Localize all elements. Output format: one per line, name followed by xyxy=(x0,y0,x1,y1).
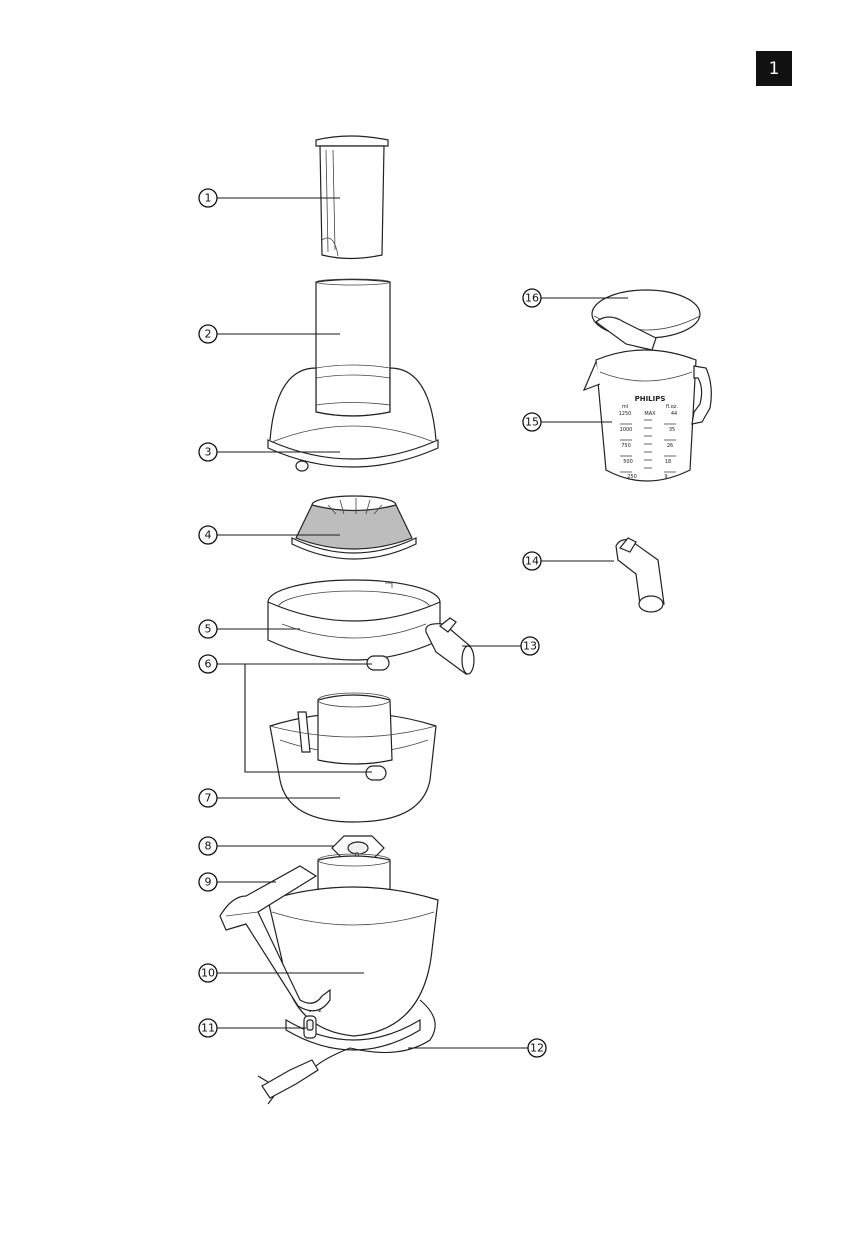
callout-7-label: 7 xyxy=(205,792,212,805)
lid xyxy=(267,364,439,472)
callout-16: 16 xyxy=(522,288,542,308)
jug-scale-floz-1: 35 xyxy=(669,427,675,433)
spout xyxy=(425,617,475,676)
juice-collector xyxy=(269,692,437,823)
motor-unit: 0 2 xyxy=(267,853,439,1051)
callout-15: 15 xyxy=(522,412,542,432)
callout-16-label: 16 xyxy=(525,292,539,305)
callout-14-label: 14 xyxy=(525,555,539,568)
leader-lines xyxy=(217,197,628,1049)
callout-13: 13 xyxy=(520,636,540,656)
jug-scale-ml-2: 750 xyxy=(621,443,631,449)
callout-8-label: 8 xyxy=(205,840,212,853)
feeding-tube xyxy=(315,278,391,417)
jug-capacity-floz: 44 xyxy=(671,411,677,417)
switch-mark-2: 2 xyxy=(318,1007,322,1014)
jug-scale-ml-4: 250 xyxy=(627,474,637,480)
jug-unit-floz: fl.oz. xyxy=(666,404,678,410)
callout-9: 9 xyxy=(198,872,218,892)
callout-13-label: 13 xyxy=(523,640,537,653)
jug-max-label: MAX xyxy=(644,411,656,417)
pulp-container xyxy=(267,579,441,671)
callout-11-label: 11 xyxy=(201,1022,215,1035)
callout-11: 11 xyxy=(198,1018,218,1038)
callout-12: 12 xyxy=(527,1038,547,1058)
callout-5: 5 xyxy=(198,619,218,639)
callout-2-label: 2 xyxy=(205,328,212,341)
callout-4: 4 xyxy=(198,525,218,545)
lid-mark: 0 xyxy=(355,851,359,859)
callout-3: 3 xyxy=(198,442,218,462)
filter xyxy=(291,495,417,560)
callout-6-label: 6 xyxy=(205,658,212,671)
food-pusher xyxy=(315,135,389,260)
callout-8: 8 xyxy=(198,836,218,856)
callout-14: 14 xyxy=(522,551,542,571)
callout-1: 1 xyxy=(198,188,218,208)
callout-6: 6 xyxy=(198,654,218,674)
jug-scale-floz-4: 9 xyxy=(664,474,667,480)
callout-12-label: 12 xyxy=(530,1042,544,1055)
spare-spout xyxy=(615,537,665,613)
power-cord xyxy=(257,999,436,1105)
page-number-badge: 1 xyxy=(756,51,792,86)
jug-unit-ml: ml xyxy=(622,404,628,410)
jug-scale-floz-2: 26 xyxy=(667,443,673,449)
callout-2: 2 xyxy=(198,324,218,344)
callout-3-label: 3 xyxy=(205,446,212,459)
callout-10: 10 xyxy=(198,963,218,983)
callout-4-label: 4 xyxy=(205,529,212,542)
callout-15-label: 15 xyxy=(525,416,539,429)
callout-1-label: 1 xyxy=(205,192,212,205)
jug-scale-floz-3: 18 xyxy=(665,459,671,465)
callout-9-label: 9 xyxy=(205,876,212,889)
jug-scale-ml-1: 1000 xyxy=(620,427,633,433)
jug-brand: PHILIPS xyxy=(635,395,666,403)
jug-lid xyxy=(591,289,701,351)
callout-7: 7 xyxy=(198,788,218,808)
callout-5-label: 5 xyxy=(205,623,212,636)
safety-locking-arm xyxy=(219,865,331,1012)
callout-10-label: 10 xyxy=(201,967,215,980)
juice-jug: PHILIPS ml fl.oz. 1250 MAX 44 1000 750 5… xyxy=(582,349,712,482)
jug-scale-ml-3: 500 xyxy=(623,459,633,465)
jug-capacity-ml: 1250 xyxy=(619,411,632,417)
